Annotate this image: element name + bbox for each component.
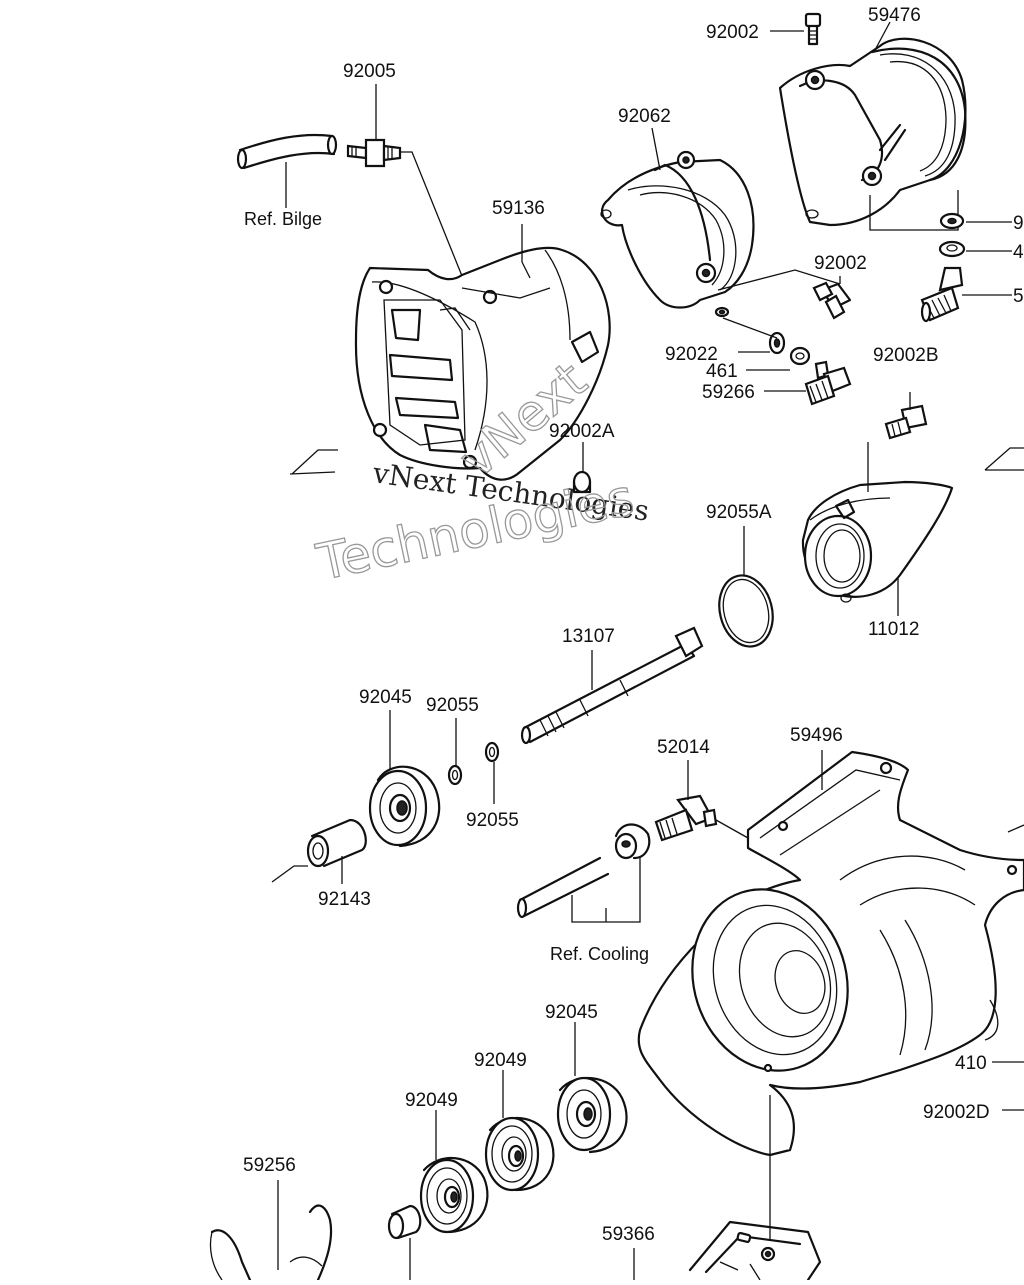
plate-59366: [688, 1220, 822, 1282]
bearing-92049-b: [419, 1157, 489, 1234]
callout-92002-mid: 92002: [814, 253, 867, 274]
bilge-hose: [236, 133, 338, 170]
callout-461: 461: [706, 361, 738, 382]
reference-bilge: Ref. Bilge: [244, 209, 322, 229]
washer-461: [789, 346, 811, 366]
callout-92062: 92062: [618, 106, 671, 127]
bolt-92002B: [884, 404, 928, 440]
callout-5-edge: 5: [1013, 286, 1024, 307]
callout-59266: 59266: [702, 382, 755, 403]
callout-92055-a: 92055: [426, 695, 479, 716]
bolt-92002-top: [804, 12, 822, 46]
pump-cover-59476: [778, 37, 967, 227]
callout-92055-b: 92055: [466, 810, 519, 831]
pump-housing-59496: [637, 750, 1024, 1157]
callout-59136: 59136: [492, 198, 545, 219]
callout-59256: 59256: [243, 1155, 296, 1176]
bearing-housing-59136: [354, 246, 611, 481]
callout-92002B: 92002B: [873, 345, 939, 366]
impeller-59256: [209, 1204, 333, 1282]
callout-52014: 52014: [657, 737, 710, 758]
fitting-52014: [654, 794, 718, 842]
fitting-92005: [346, 138, 402, 168]
washer-92022: [768, 331, 786, 355]
callout-4-edge: 4: [1013, 242, 1024, 263]
callout-92143: 92143: [318, 889, 371, 910]
callout-92049-b: 92049: [405, 1090, 458, 1111]
washer-9: [939, 212, 965, 230]
bolt-92002A: [572, 470, 592, 494]
callout-13107: 13107: [562, 626, 615, 647]
spacer: [387, 1204, 422, 1240]
housing-92062: [600, 150, 755, 318]
bearing-92049-a: [484, 1116, 555, 1192]
callout-59476: 59476: [868, 5, 921, 26]
sleeve-92143: [306, 818, 367, 868]
callout-92045-a: 92045: [359, 687, 412, 708]
callout-92049-a: 92049: [474, 1050, 527, 1071]
callout-92055A: 92055A: [706, 502, 772, 523]
callout-410: 410: [955, 1053, 987, 1074]
callout-9-edge: 9: [1013, 213, 1024, 234]
nozzle-11012: [801, 480, 954, 603]
fitting-5: [920, 266, 964, 323]
callout-11012: 11012: [868, 619, 919, 640]
bearing-92045-a: [368, 765, 441, 848]
washer-92055-a: [447, 764, 463, 786]
cooling-hose: [516, 823, 651, 919]
bolt-92002-mid: [812, 281, 852, 320]
bearing-92045-b: [556, 1076, 628, 1154]
fitting-59266: [804, 360, 852, 406]
callout-92002-top: 92002: [706, 22, 759, 43]
callout-92005: 92005: [343, 61, 396, 82]
reference-cooling: Ref. Cooling: [550, 944, 649, 964]
watermark: vNext Technologies vNext Technologies: [311, 350, 651, 592]
callout-92045-b: 92045: [545, 1002, 598, 1023]
callout-92002A: 92002A: [549, 421, 615, 442]
shaft-13107: [520, 626, 704, 745]
callout-92022: 92022: [665, 344, 718, 365]
washer-92055-b: [484, 741, 500, 763]
o-ring-92055A: [718, 574, 774, 648]
callout-59366: 59366: [602, 1224, 655, 1245]
callout-59496: 59496: [790, 725, 843, 746]
callout-92002D: 92002D: [923, 1102, 990, 1123]
washer-4: [938, 240, 966, 258]
